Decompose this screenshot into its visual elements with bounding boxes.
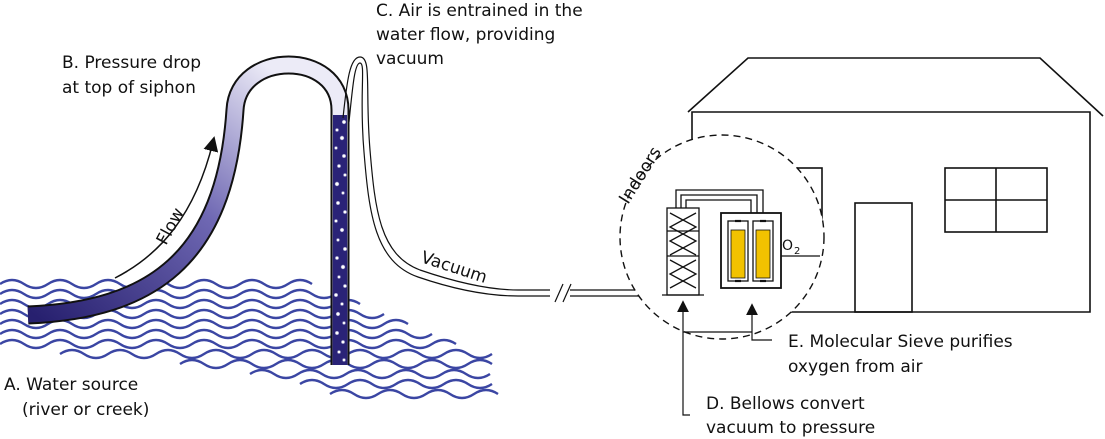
siphon-pipe [27,55,350,365]
flow-label: Flow [153,205,189,249]
label-a-line2: (river or creek) [22,400,149,420]
air-bubbles [333,119,347,362]
label-d-line1: D. Bellows convert [706,394,865,414]
o2-subscript: 2 [794,246,800,257]
label-e-line2: oxygen from air [788,357,923,377]
label-d-line2: vacuum to pressure [706,418,875,438]
label-c-line3: vacuum [376,49,444,69]
o2-outlet: O 2 [781,238,820,257]
label-c-line2: water flow, providing [376,25,555,45]
bellows [662,189,764,296]
leader-lines [677,300,772,416]
flow-arrow [114,136,219,279]
vacuum-tube [342,56,665,303]
label-b-line2: at top of siphon [62,78,196,98]
label-b-line1: B. Pressure drop [62,53,201,73]
o2-label: O [782,238,793,254]
house-door [854,202,913,313]
molecular-sieve [720,212,782,289]
vacuum-label: Vacuum [418,248,489,288]
label-e-line1: E. Molecular Sieve purifies [788,332,1013,352]
label-a-line1: A. Water source [4,375,138,395]
label-c-line1: C. Air is entrained in the [376,1,583,21]
